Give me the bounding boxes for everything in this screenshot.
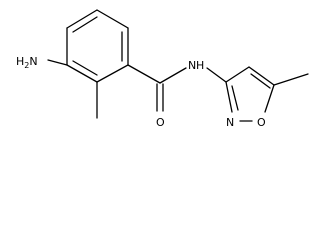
amide-hydrogen-label: H (196, 59, 204, 72)
bond-benzene-double-3 (72, 60, 98, 76)
bond-isox-n-c3 (225, 81, 233, 113)
amine-label: H2N (16, 55, 38, 70)
bond-benzene-5 (66, 64, 98, 83)
bond-benzene-1 (66, 9, 98, 29)
bond-n-isoxazole (206, 67, 227, 83)
bond-isox-methyl (273, 73, 309, 86)
bond-carbonyl-n (159, 67, 187, 84)
bond-isox-n-c3-double (231, 85, 239, 111)
isoxazole-oxygen-label: O (257, 116, 266, 129)
bond-c-nh2 (47, 59, 68, 66)
bond-benzene-double-1 (72, 16, 98, 33)
bond-ring-carbonyl (127, 64, 161, 84)
amide-nitrogen-label: N (188, 59, 196, 72)
isoxazole-nitrogen-label: N (226, 116, 234, 129)
isoxazole-ring (225, 66, 275, 122)
bond-isox-c4-c5-double (250, 73, 271, 89)
bond-isox-c5-o (264, 84, 275, 113)
carbonyl-oxygen-label: O (156, 116, 165, 129)
bond-isox-c3-c4 (225, 66, 250, 83)
bond-benzene-4 (96, 64, 129, 83)
bond-benzene-2 (96, 9, 129, 29)
chemical-structure: H2N O N H N O (16, 9, 309, 129)
bond-isox-c4-c5 (248, 66, 275, 86)
benzene-ring (66, 9, 129, 83)
